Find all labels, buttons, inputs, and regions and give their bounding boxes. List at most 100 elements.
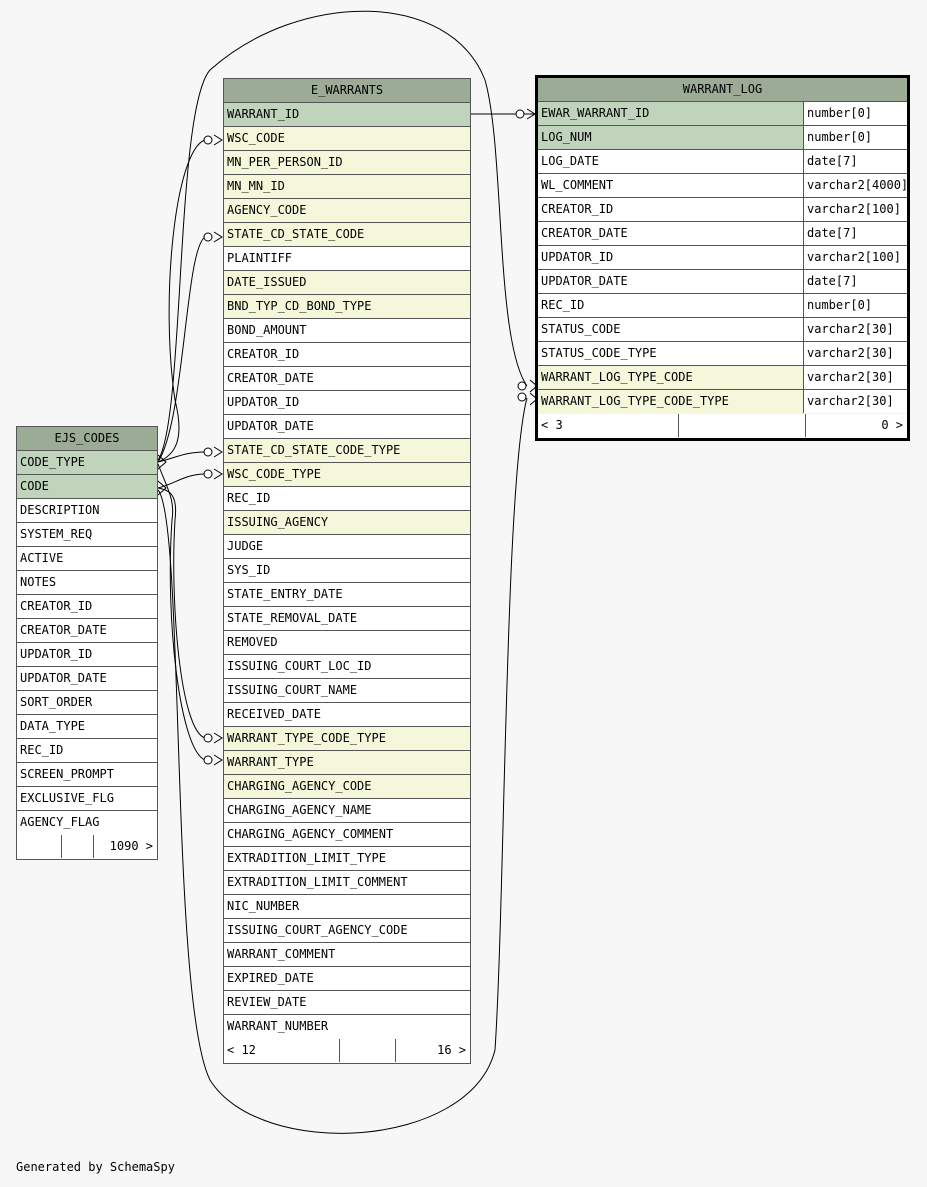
column-name: CREATOR_DATE	[20, 623, 107, 637]
column-name: REC_ID	[227, 491, 271, 505]
column-row[interactable]: CHARGING_AGENCY_CODE	[224, 775, 470, 799]
footer-parents	[17, 835, 61, 858]
column-row[interactable]: RECEIVED_DATE	[224, 703, 470, 727]
table-header[interactable]: E_WARRANTS	[224, 79, 470, 103]
column-name: ISSUING_COURT_NAME	[227, 683, 358, 697]
crow-foot	[213, 134, 223, 146]
footer-children: 16 >	[395, 1039, 470, 1062]
column-row[interactable]: WSC_CODE	[224, 127, 470, 151]
column-row[interactable]: ISSUING_COURT_LOC_ID	[224, 655, 470, 679]
column-row[interactable]: DATA_TYPE	[17, 715, 157, 739]
column-row[interactable]: JUDGE	[224, 535, 470, 559]
column-row[interactable]: EXTRADITION_LIMIT_TYPE	[224, 847, 470, 871]
column-row[interactable]: MN_PER_PERSON_ID	[224, 151, 470, 175]
column-row[interactable]: UPDATOR_ID	[17, 643, 157, 667]
column-row[interactable]: WARRANT_NUMBER	[224, 1015, 470, 1039]
column-row[interactable]: CREATOR_ID	[17, 595, 157, 619]
column-name: WARRANT_NUMBER	[227, 1019, 329, 1033]
column-row[interactable]: EXPIRED_DATE	[224, 967, 470, 991]
zero-marker	[203, 755, 213, 765]
column-row[interactable]: REVIEW_DATE	[224, 991, 470, 1015]
table-header[interactable]: EJS_CODES	[17, 427, 157, 451]
column-type: varchar2[100]	[803, 198, 907, 221]
column-row[interactable]: CREATOR_DATE	[224, 367, 470, 391]
column-row[interactable]: CREATOR_DATE	[17, 619, 157, 643]
column-row[interactable]: NIC_NUMBER	[224, 895, 470, 919]
column-row[interactable]: CREATOR_ID	[224, 343, 470, 367]
column-row[interactable]: CHARGING_AGENCY_COMMENT	[224, 823, 470, 847]
column-row[interactable]: MN_MN_ID	[224, 175, 470, 199]
column-row[interactable]: NOTES	[17, 571, 157, 595]
column-name: CHARGING_AGENCY_CODE	[227, 779, 372, 793]
column-name: LOG_DATE	[541, 154, 599, 168]
column-row[interactable]: ACTIVE	[17, 547, 157, 571]
column-row[interactable]: STATE_CD_STATE_CODE_TYPE	[224, 439, 470, 463]
column-name: AGENCY_FLAG	[20, 815, 100, 829]
column-row[interactable]: ISSUING_COURT_AGENCY_CODE	[224, 919, 470, 943]
column-row[interactable]: STATUS_CODE_TYPE varchar2[30]	[538, 342, 907, 366]
column-row[interactable]: STATE_ENTRY_DATE	[224, 583, 470, 607]
column-type: number[0]	[803, 126, 907, 149]
column-name: WARRANT_LOG_TYPE_CODE	[541, 370, 693, 384]
column-row[interactable]: ISSUING_COURT_NAME	[224, 679, 470, 703]
column-row[interactable]: CREATOR_ID varchar2[100]	[538, 198, 907, 222]
column-row[interactable]: STATE_REMOVAL_DATE	[224, 607, 470, 631]
column-name: CHARGING_AGENCY_NAME	[227, 803, 372, 817]
link-warrant-log-type-code	[157, 10, 528, 461]
column-name: STATUS_CODE_TYPE	[541, 346, 657, 360]
column-row[interactable]: REC_ID	[17, 739, 157, 763]
footer-children: 0 >	[805, 414, 907, 437]
column-row[interactable]: AGENCY_CODE	[224, 199, 470, 223]
column-row[interactable]: REC_ID	[224, 487, 470, 511]
column-row[interactable]: EXTRADITION_LIMIT_COMMENT	[224, 871, 470, 895]
column-row[interactable]: SORT_ORDER	[17, 691, 157, 715]
column-name: WARRANT_ID	[227, 107, 300, 121]
column-name: DATA_TYPE	[20, 719, 86, 733]
table-header[interactable]: WARRANT_LOG	[538, 78, 907, 102]
column-row[interactable]: AGENCY_FLAG	[17, 811, 157, 835]
column-row[interactable]: WARRANT_TYPE_CODE_TYPE	[224, 727, 470, 751]
zero-marker	[517, 381, 527, 391]
column-row[interactable]: CODE_TYPE	[17, 451, 157, 475]
column-row[interactable]: BOND_AMOUNT	[224, 319, 470, 343]
column-row[interactable]: WARRANT_COMMENT	[224, 943, 470, 967]
column-row[interactable]: CHARGING_AGENCY_NAME	[224, 799, 470, 823]
column-row[interactable]: STATE_CD_STATE_CODE	[224, 223, 470, 247]
column-row[interactable]: SYS_ID	[224, 559, 470, 583]
column-name: CREATOR_ID	[541, 202, 614, 216]
column-row[interactable]: UPDATOR_ID	[224, 391, 470, 415]
column-row[interactable]: BND_TYP_CD_BOND_TYPE	[224, 295, 470, 319]
column-row[interactable]: SYSTEM_REQ	[17, 523, 157, 547]
column-row[interactable]: UPDATOR_DATE	[17, 667, 157, 691]
column-row[interactable]: WARRANT_TYPE	[224, 751, 470, 775]
column-type: varchar2[30]	[803, 342, 907, 365]
column-row[interactable]: WARRANT_ID	[224, 103, 470, 127]
column-row[interactable]: CODE	[17, 475, 157, 499]
column-name: JUDGE	[227, 539, 264, 553]
column-row[interactable]: DATE_ISSUED	[224, 271, 470, 295]
column-row[interactable]: SCREEN_PROMPT	[17, 763, 157, 787]
column-row[interactable]: ISSUING_AGENCY	[224, 511, 470, 535]
column-row[interactable]: REMOVED	[224, 631, 470, 655]
column-row[interactable]: WSC_CODE_TYPE	[224, 463, 470, 487]
column-row[interactable]: DESCRIPTION	[17, 499, 157, 523]
column-type: number[0]	[803, 102, 907, 125]
column-row[interactable]: PLAINTIFF	[224, 247, 470, 271]
column-row[interactable]: EXCLUSIVE_FLG	[17, 787, 157, 811]
column-row[interactable]: UPDATOR_DATE	[224, 415, 470, 439]
